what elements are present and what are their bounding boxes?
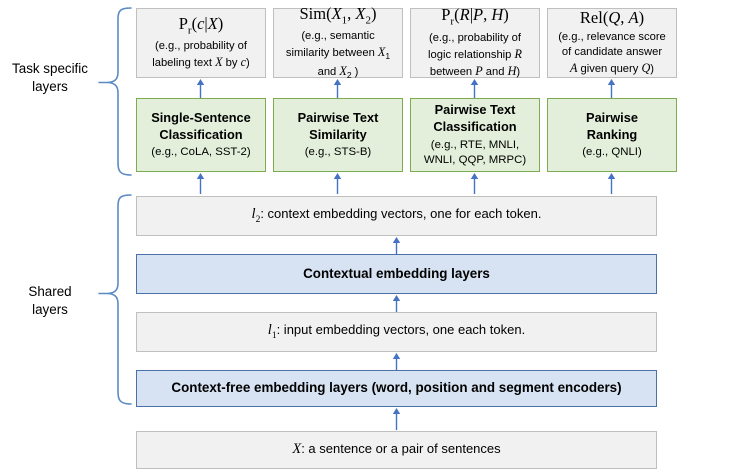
task-datasets: (e.g., STS-B) [304,146,372,159]
arrow-up-l2-to-task-2 [333,173,342,194]
task-datasets: (e.g., QNLI) [582,146,642,159]
side-label-task-specific: Task specific layers [4,60,96,96]
output-formula: Sim(X1, X2) [299,3,377,26]
shared-row-contextual-embedding-layers: Contextual embedding layers [136,254,657,294]
arrow-up-contextfree-to-l1 [392,353,401,370]
task-datasets: (e.g., RTE, MNLI,WNLI, QQP, MRPC) [423,139,527,166]
side-label-task-specific-line1: Task specific [12,61,88,76]
arrow-up-task-to-output-4 [607,79,616,98]
output-formula: Pr(R|P, H) [441,5,509,28]
arrow-up-task-to-output-1 [196,79,205,98]
arrow-up-task-to-output-2 [333,79,342,98]
arrow-up-l2-to-task-3 [470,173,479,194]
shared-row-label: Contextual embedding layers [303,265,490,281]
shared-row-label: X: a sentence or a pair of sentences [292,441,501,458]
shared-row-label: Context-free embedding layers (word, pos… [171,380,622,396]
brace-shared [98,193,132,407]
side-label-shared-line2: layers [32,302,68,318]
side-label-task-specific-line2: layers [32,79,68,95]
side-label-shared: Shared layers [4,283,96,319]
shared-row-context-free-embedding-layers: Context-free embedding layers (word, pos… [136,370,657,407]
shared-row-l1-input-embedding-vectors: l1: input embedding vectors, one each to… [136,312,657,352]
arrow-up-task-to-output-3 [470,79,479,98]
arrow-up-l2-to-task-1 [196,173,205,194]
shared-row-label: l1: input embedding vectors, one each to… [267,321,526,341]
arrow-up-input-to-contextfree [392,408,401,430]
arrow-up-contextual-to-l2 [392,237,401,254]
output-formula: Pr(c|X) [178,13,224,36]
side-label-shared-line1: Shared [28,284,72,299]
arrow-up-l1-to-contextual [392,295,401,312]
shared-row-l2-context-embedding-vectors: l2: context embedding vectors, one for e… [136,196,657,236]
brace-task-specific [98,6,132,178]
shared-row-input-sentence: X: a sentence or a pair of sentences [136,431,657,469]
arrow-up-l2-to-task-4 [607,173,616,194]
output-formula: Rel(Q, A) [579,7,645,27]
task-datasets: (e.g., CoLA, SST-2) [151,146,251,159]
shared-row-label: l2: context embedding vectors, one for e… [251,205,542,225]
